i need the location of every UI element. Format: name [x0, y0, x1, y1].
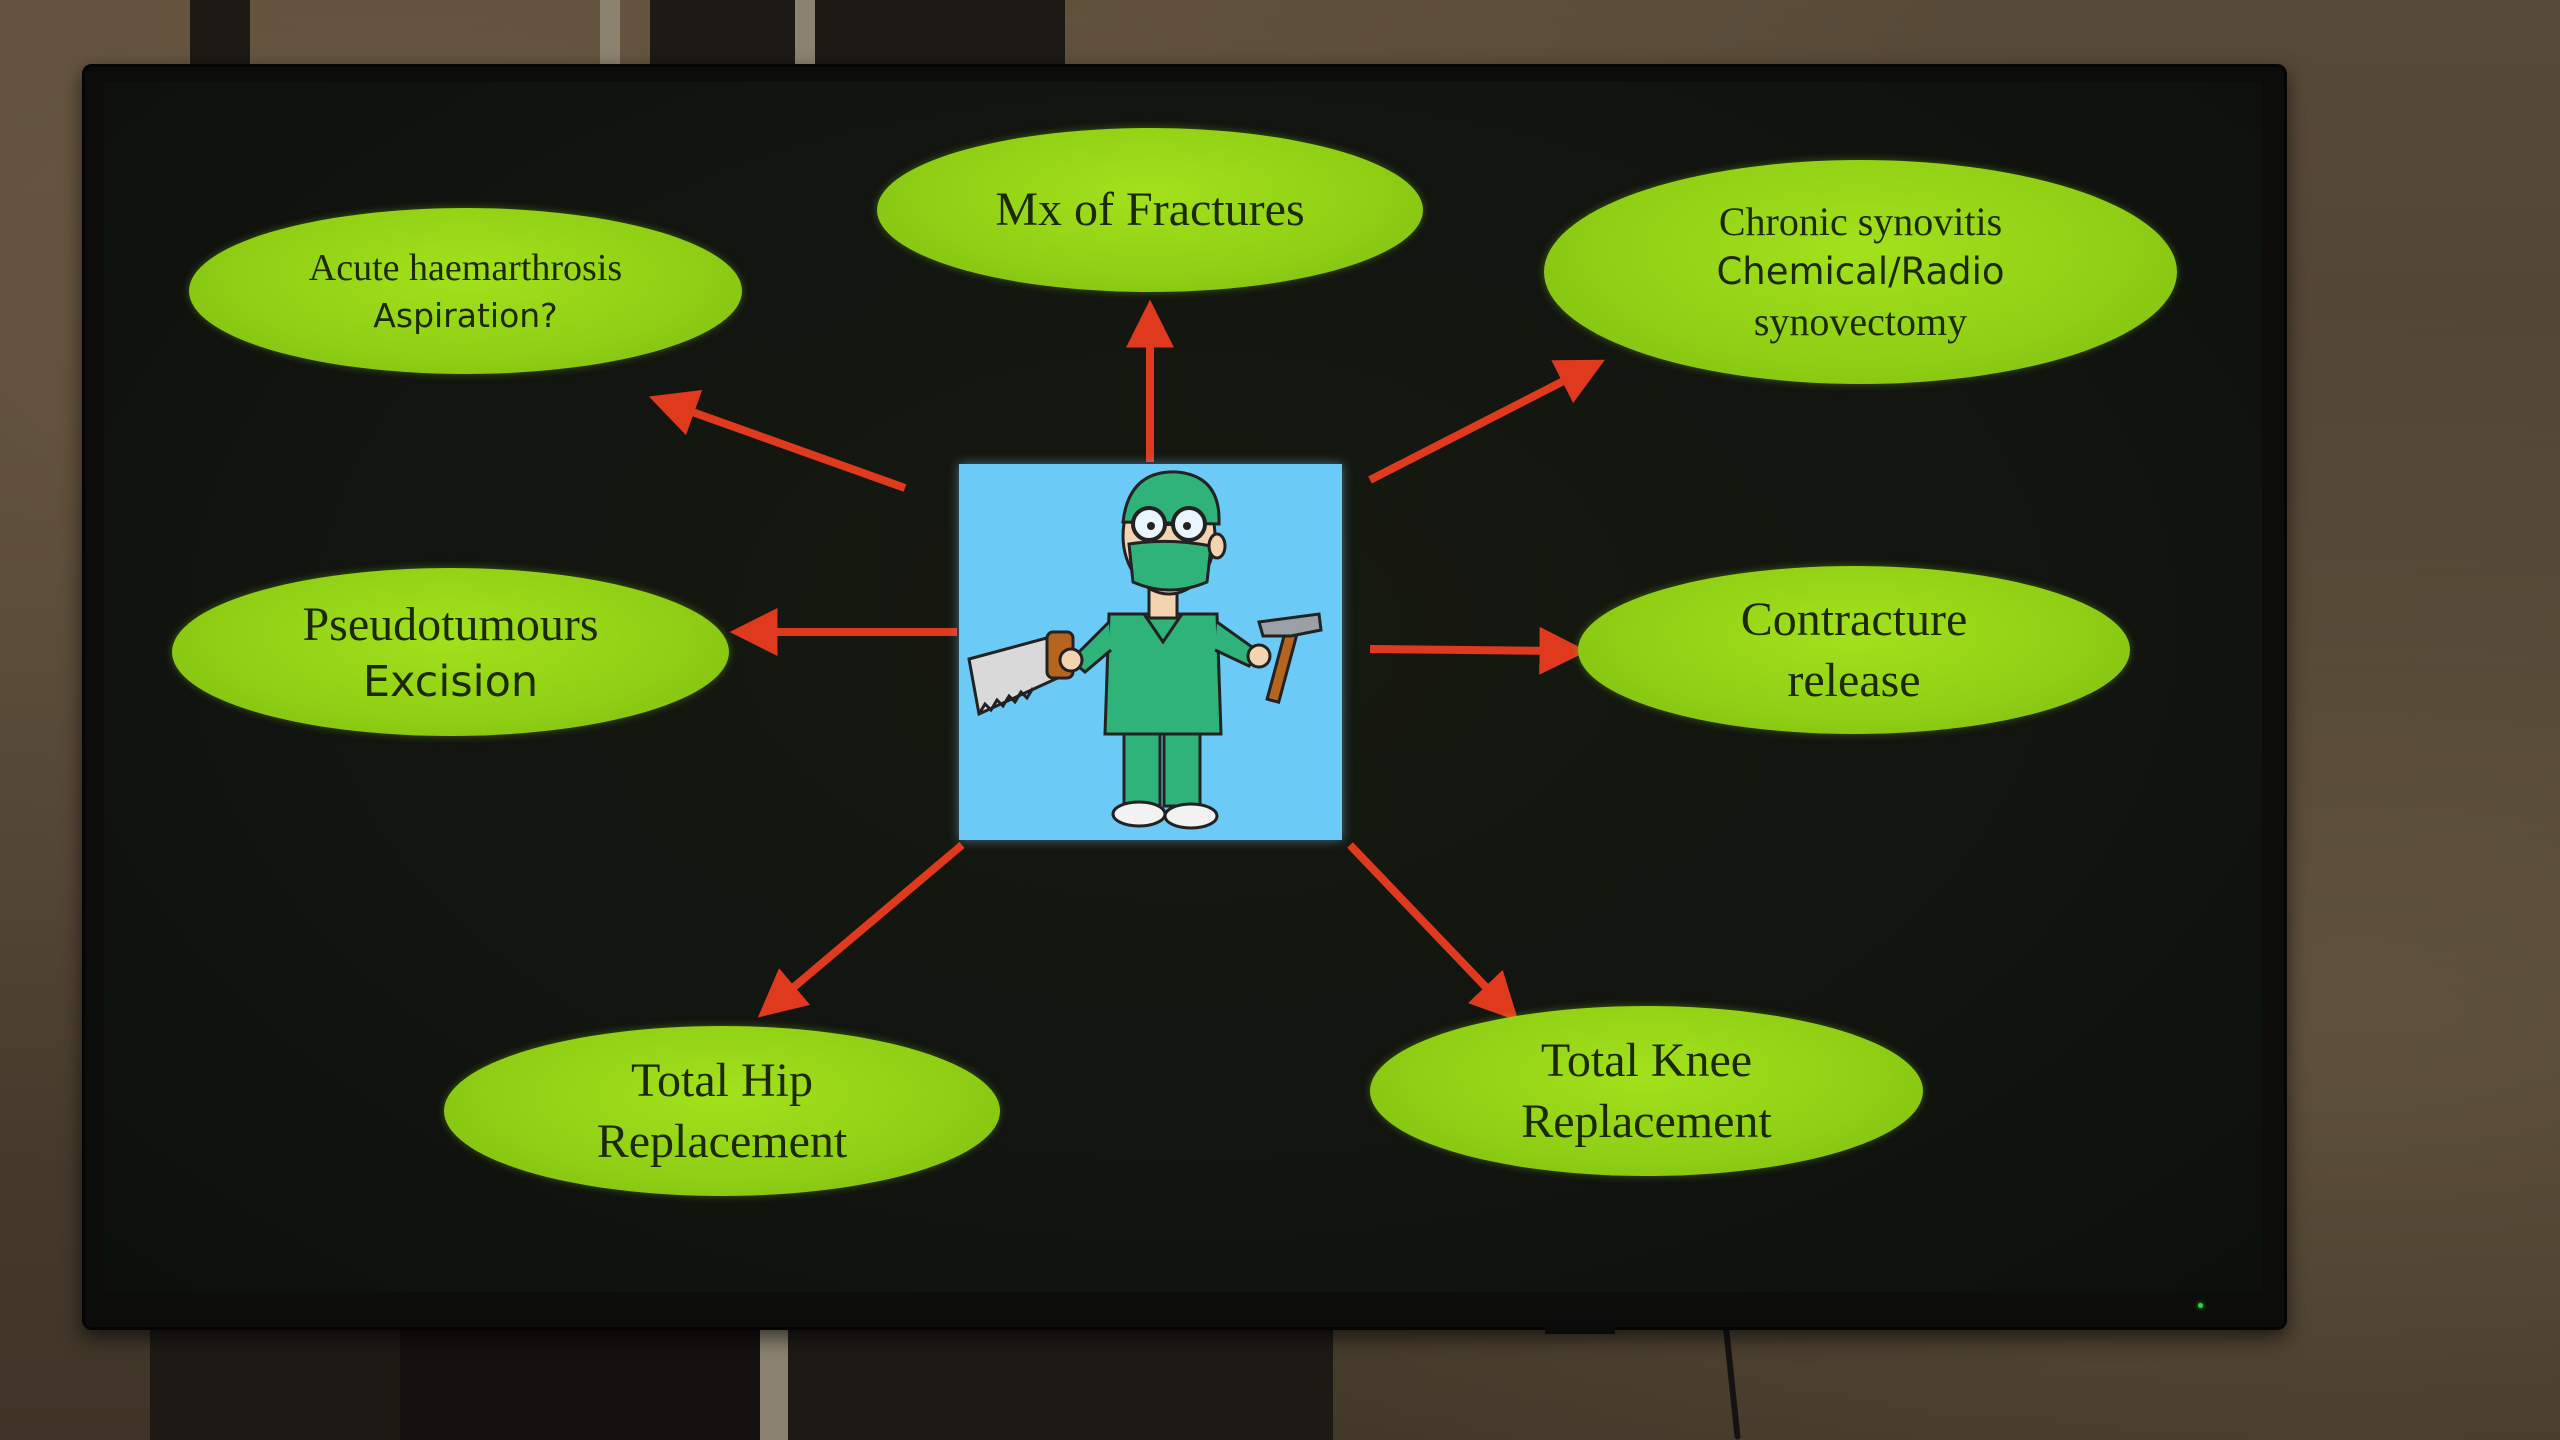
node-contracture: Contracture release [1578, 566, 2130, 734]
power-led-icon [2198, 1303, 2203, 1308]
node-knee-line2: Replacement [1521, 1095, 1772, 1148]
node-hip-line2: Replacement [596, 1115, 848, 1168]
node-fractures: Mx of Fractures [877, 128, 1423, 292]
node-pseudotumours-line1: Pseudotumours [302, 597, 599, 651]
node-synovitis: Chronic synovitis Chemical/Radio synovec… [1544, 160, 2177, 384]
node-synovitis-line2: Chemical/Radio [1716, 249, 2005, 293]
surgeon-cartoon-icon [967, 470, 1323, 830]
node-pseudotumours: Pseudotumours Excision [172, 568, 729, 736]
background-post [795, 0, 815, 80]
node-hip-line1: Total Hip [631, 1053, 813, 1107]
node-hip: Total Hip Replacement [444, 1026, 1000, 1196]
node-knee: Total Knee Replacement [1370, 1006, 1923, 1176]
saw-icon [967, 630, 1075, 717]
node-haemarthrosis-line2: Aspiration? [373, 295, 558, 335]
node-knee-line1: Total Knee [1540, 1033, 1753, 1087]
node-contracture-line2: release [1787, 654, 1921, 707]
node-synovitis-line3: synovectomy [1753, 299, 1968, 345]
hammer-icon [1257, 612, 1323, 705]
surgeon-cartoon-image [959, 464, 1342, 840]
monitor-stand-leg [760, 1320, 788, 1440]
node-contracture-line1: Contracture [1740, 592, 1968, 646]
monitor-foot [1545, 1320, 1615, 1334]
node-synovitis-line1: Chronic synovitis [1718, 198, 2003, 244]
node-haemarthrosis-line1: Acute haemarthrosis [308, 247, 623, 290]
background-post [600, 0, 620, 80]
node-fractures-line1: Mx of Fractures [995, 183, 1305, 237]
node-haemarthrosis: Acute haemarthrosis Aspiration? [189, 208, 742, 374]
node-pseudotumours-line2: Excision [362, 656, 539, 707]
